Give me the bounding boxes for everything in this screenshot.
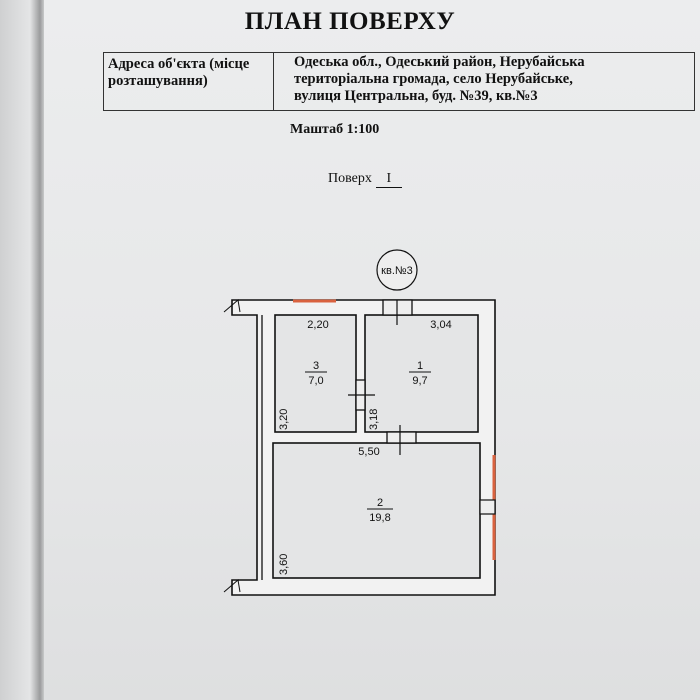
room-area: 9,7	[412, 375, 427, 387]
room-1	[364, 314, 479, 433]
page-title: ПЛАН ПОВЕРХУ	[244, 8, 456, 35]
address-value: Одеська обл., Одеський район, Нерубайськ…	[274, 53, 694, 110]
dimension-label: 3,04	[430, 319, 451, 331]
room-number: 2	[377, 497, 383, 509]
dimension-label: 5,50	[358, 446, 379, 458]
room-2	[272, 442, 481, 579]
address-line: вулиця Центральна, буд. №39, кв.№3	[294, 88, 538, 104]
notebook-binding	[0, 0, 44, 700]
apartment-tag	[376, 249, 418, 291]
address-table: Адреса об'єкта (місце розташування) Одес…	[103, 52, 695, 111]
address-label: Адреса об'єкта (місце розташування)	[104, 53, 274, 110]
room-number: 3	[313, 360, 319, 372]
dimension-label: 3,60	[278, 554, 290, 575]
room-3	[274, 314, 357, 433]
room-area: 19,8	[369, 512, 390, 524]
dimension-label: 3,18	[368, 409, 380, 430]
apartment-tag-text: кв.№3	[381, 265, 413, 277]
address-line: територіальна громада, село Нерубайське,	[294, 71, 573, 87]
floor-label: Поверх	[328, 171, 372, 186]
address-line: Одеська обл., Одеський район, Нерубайськ…	[294, 54, 585, 70]
floor-value: I	[375, 171, 402, 188]
break-mark	[223, 579, 241, 593]
dimension-label: 2,20	[307, 319, 328, 331]
door-1-2	[386, 431, 417, 444]
room-area: 7,0	[308, 375, 323, 387]
break-mark	[223, 299, 241, 313]
room-number: 1	[417, 360, 423, 372]
dimension-label: 3,20	[278, 409, 290, 430]
scale-text: Маштаб 1:100	[290, 122, 380, 137]
